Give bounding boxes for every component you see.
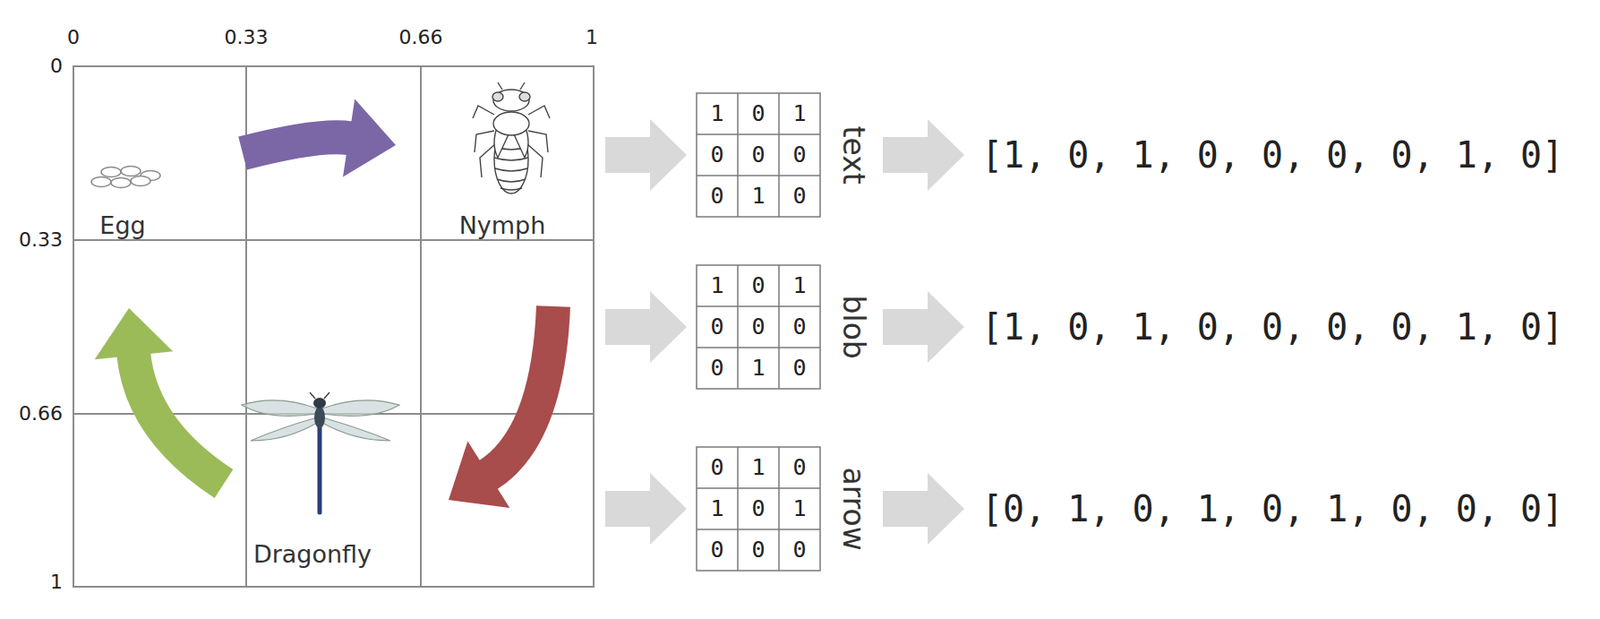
- matrix-grid: [696, 93, 821, 571]
- vector-text: [0, 1, 0, 1, 0, 1, 0, 0, 0]: [981, 488, 1564, 529]
- table-cell: 1: [710, 273, 724, 299]
- table-cell: 1: [710, 101, 724, 127]
- matrix-name: blob: [837, 294, 870, 359]
- table-cell: 1: [751, 183, 765, 209]
- cycle-arrow: [242, 99, 396, 178]
- grid: [73, 66, 594, 587]
- table-cell: 0: [751, 142, 765, 168]
- table-cell: 0: [792, 454, 806, 480]
- matrix-name: arrow: [837, 466, 870, 550]
- axis-tick: 0.66: [18, 402, 63, 425]
- flow-arrow: [605, 119, 965, 545]
- dragonfly-picture: [241, 392, 400, 513]
- table-cell: 0: [710, 454, 724, 480]
- matrix-name: text: [837, 125, 870, 184]
- table-cell: 1: [792, 101, 806, 127]
- table-cell: 0: [710, 142, 724, 168]
- table-cell: 0: [792, 537, 806, 563]
- table-cell: 0: [792, 314, 806, 340]
- table-cell: 0: [751, 101, 765, 127]
- table-cell: 1: [792, 273, 806, 299]
- axis-tick: 0.33: [18, 229, 63, 251]
- stage-label: Dragonfly: [253, 540, 372, 568]
- table-cell: 0: [792, 355, 806, 381]
- stage-label: Nymph: [459, 212, 547, 240]
- table-cell: 1: [751, 355, 765, 381]
- stage-label: Egg: [99, 212, 146, 240]
- cycle-arrow: [448, 306, 554, 508]
- axis-tick: 0: [50, 55, 63, 78]
- stage-node: Dragonfly: [238, 385, 402, 578]
- table-cell: 0: [710, 537, 724, 563]
- axis-tick: 0: [67, 26, 80, 49]
- nymph-picture: [472, 82, 550, 194]
- axis-tick: 1: [585, 26, 599, 49]
- table-cell: 0: [710, 355, 724, 381]
- table-cell: 1: [710, 496, 724, 522]
- table-cell: 0: [751, 537, 765, 563]
- table-cell: 0: [792, 142, 806, 168]
- table-cell: 1: [792, 496, 806, 522]
- cycle-arrow: [94, 308, 224, 484]
- table-cell: 0: [710, 314, 724, 340]
- table-cell: 0: [751, 496, 765, 522]
- axis-tick: 0.33: [224, 26, 269, 49]
- vector-text: [1, 0, 1, 0, 0, 0, 0, 1, 0]: [981, 307, 1564, 347]
- table-cell: 1: [751, 454, 765, 480]
- table-cell: 0: [792, 183, 806, 209]
- stage-node: Egg: [73, 66, 247, 240]
- stage-node: Nymph: [420, 66, 594, 240]
- table-cell: 0: [751, 314, 765, 340]
- table-cell: 0: [710, 183, 724, 209]
- table-cell: 0: [751, 273, 765, 299]
- axis-tick: 1: [50, 571, 63, 593]
- vector-text: [1, 0, 1, 0, 0, 0, 0, 1, 0]: [981, 135, 1564, 175]
- egg-picture: [91, 166, 161, 189]
- axis-tick: 0.66: [399, 26, 444, 49]
